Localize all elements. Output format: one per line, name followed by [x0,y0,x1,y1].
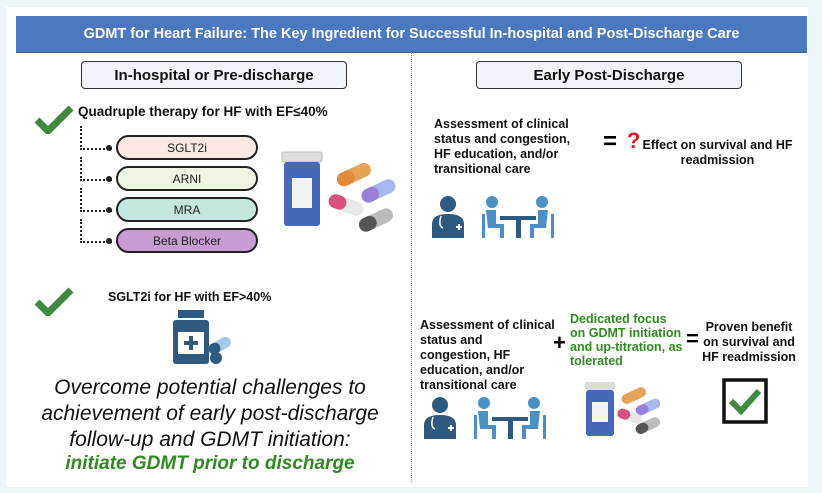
sglt2i-heading: SGLT2i for HF with EF>40% [108,290,272,304]
therapy-beta-blocker: Beta Blocker [116,228,258,253]
therapy-mra: MRA [116,197,258,222]
pill-bottle-capsules-icon [281,151,396,232]
connector-dot [106,207,112,213]
gdmt-focus-text: Dedicated focus on GDMT initiation and u… [570,312,683,368]
call-to-action: initiate GDMT prior to discharge [65,453,355,474]
therapy-arni: ARNI [116,166,258,191]
connector [80,157,112,181]
clinician-patient-icon [432,196,554,238]
equals-sign: = [686,326,699,351]
quadruple-therapy-heading: Quadruple therapy for HF with EF≤40% [78,104,328,119]
question-mark: ? [627,128,641,153]
title-banner: GDMT for Heart Failure: The Key Ingredie… [16,16,807,53]
connector-dot [106,176,112,182]
assessment-text-row2: Assessment of clinical status and conges… [420,318,555,392]
outcome-text-row2: Proven benefit on survival and HF readmi… [702,320,796,364]
section-label-post-discharge: Early Post-Discharge [476,61,742,89]
challenge-text: Overcome potential challenges to achieve… [41,376,379,451]
therapy-sglt2i: SGLT2i [116,135,258,160]
connector-dot [106,238,112,244]
connector-dot [106,145,112,151]
pill-bottle-capsules-icon [585,382,661,436]
connector [80,188,112,212]
clinician-patient-icon [424,397,546,439]
column-divider [411,52,412,482]
plus-sign: + [553,330,566,355]
outcome-text-row1: Effect on survival and HF readmission [642,138,793,167]
equals-sign: = [603,128,618,155]
check-icon [34,287,74,316]
connector [80,126,112,150]
assessment-text-row1: Assessment of clinical status and conges… [434,117,571,176]
checkbox-checked-icon [722,378,768,424]
check-icon [34,105,74,134]
medicine-bottle-icon [173,310,231,364]
section-label-in-hospital: In-hospital or Pre-discharge [81,61,347,89]
connector [80,219,112,243]
